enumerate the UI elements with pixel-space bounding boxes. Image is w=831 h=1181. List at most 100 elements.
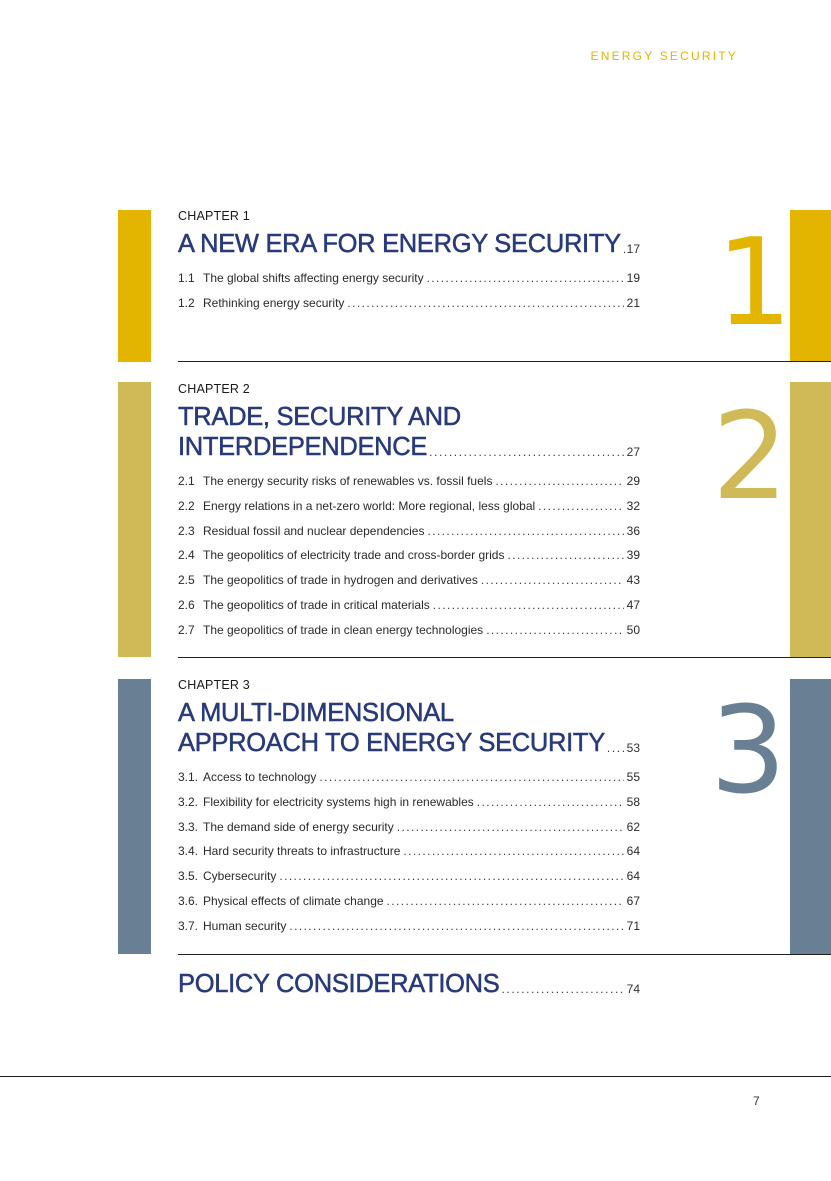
entry-number: 2.4 [178, 548, 195, 563]
entry-number: 2.3 [178, 523, 195, 538]
policy-considerations-entry[interactable]: POLICY CONSIDERATIONS ..................… [178, 969, 640, 999]
entry-number: 3.1. [178, 770, 199, 784]
entry-title: The geopolitics of electricity trade and… [203, 548, 505, 563]
chapter-title-line-1[interactable]: A MULTI-DIMENSIONAL [178, 699, 455, 728]
toc-entry[interactable]: 2.7 The geopolitics of trade in clean en… [178, 618, 640, 643]
chapter-2-divider [178, 657, 831, 658]
leader-dots: ........................................… [319, 770, 623, 784]
toc-entry[interactable]: 2.4 The geopolitics of electricity trade… [178, 543, 640, 568]
entry-title: The global shifts affecting energy secur… [203, 271, 424, 285]
footer-rule [0, 1076, 831, 1077]
entry-number: 3.7. [178, 918, 199, 933]
toc-entry[interactable]: 3.4. Hard security threats to infrastruc… [178, 839, 640, 864]
entry-number: 3.3. [178, 819, 199, 834]
entry-title: Energy relations in a net-zero world: Mo… [203, 498, 536, 513]
toc-entry[interactable]: 3.3. The demand side of energy security … [178, 815, 640, 840]
toc-entry[interactable]: 3.6. Physical effects of climate change … [178, 889, 640, 914]
entry-number: 3.2. [178, 794, 199, 809]
policy-title[interactable]: POLICY CONSIDERATIONS [178, 970, 500, 999]
chapter-page: 27 [626, 445, 640, 459]
chapter-page: 53 [626, 741, 640, 755]
leader-dots: ........................................… [289, 918, 624, 933]
entry-title: The geopolitics of trade in clean energy… [203, 622, 484, 637]
entry-page: 64 [626, 844, 640, 859]
leader-dots: ........................................… [507, 548, 623, 563]
entry-title: Hard security threats to infrastructure [203, 844, 401, 859]
leader-dots: ........................................… [606, 741, 625, 755]
chapter-1-right-bar [790, 210, 831, 362]
entry-number: 1.2 [178, 295, 195, 310]
entry-title: The geopolitics of trade in hydrogen and… [203, 573, 478, 588]
chapter-label: CHAPTER 3 [178, 678, 250, 692]
chapter-title[interactable]: A NEW ERA FOR ENERGY SECURITY [178, 230, 622, 259]
entry-page: 32 [626, 498, 640, 513]
toc-entry[interactable]: 3.1. Access to technology ..............… [178, 765, 640, 790]
entry-number: 2.1 [178, 474, 195, 488]
entry-number: 2.5 [178, 573, 195, 588]
chapter-page: 17 [626, 242, 640, 256]
chapter-title-line-2[interactable]: APPROACH TO ENERGY SECURITY [178, 729, 606, 758]
entry-page: 58 [626, 794, 640, 809]
chapter-1: CHAPTER 1 A NEW ERA FOR ENERGY SECURITY … [178, 209, 640, 316]
entry-page: 36 [626, 523, 640, 538]
leader-dots: ........................................… [426, 271, 624, 285]
entry-page: 19 [626, 271, 640, 285]
entry-title: The geopolitics of trade in critical mat… [203, 597, 430, 612]
entry-page: 21 [626, 295, 640, 310]
chapter-title-line-2[interactable]: INTERDEPENDENCE [178, 433, 428, 462]
entry-page: 29 [626, 474, 640, 488]
entry-title: The demand side of energy security [203, 819, 394, 834]
chapter-2-left-bar [118, 382, 151, 657]
chapter-1-left-bar [118, 210, 151, 362]
toc-entry[interactable]: 2.5 The geopolitics of trade in hydrogen… [178, 568, 640, 593]
entry-title: Residual fossil and nuclear dependencies [203, 523, 425, 538]
entry-page: 62 [626, 819, 640, 834]
chapter-3-big-number: 3 [710, 682, 787, 821]
entry-title: Human security [203, 918, 287, 933]
chapter-label: CHAPTER 2 [178, 382, 250, 396]
leader-dots: ........................................… [386, 893, 624, 908]
toc-entry[interactable]: 1.2 Rethinking energy security .........… [178, 291, 640, 316]
entry-title: Flexibility for electricity systems high… [203, 794, 474, 809]
entry-title: Access to technology [203, 770, 317, 784]
entry-title: The energy security risks of renewables … [203, 474, 493, 488]
leader-dots: ........................................… [538, 498, 624, 513]
chapter-2: CHAPTER 2 TRADE, SECURITY AND INTERDEPEN… [178, 382, 640, 643]
entry-number: 3.4. [178, 844, 199, 859]
policy-page: 74 [626, 982, 640, 996]
page-number: 7 [753, 1094, 760, 1108]
entry-page: 43 [626, 573, 640, 588]
entry-page: 50 [626, 622, 640, 637]
running-title: ENERGY SECURITY [590, 49, 738, 63]
leader-dots: ........................................… [396, 819, 624, 834]
entry-page: 67 [626, 893, 640, 908]
toc-entry[interactable]: 2.2 Energy relations in a net-zero world… [178, 494, 640, 519]
chapter-label: CHAPTER 1 [178, 209, 250, 223]
entry-page: 55 [626, 770, 640, 784]
entry-page: 39 [626, 548, 640, 563]
entry-page: 71 [626, 918, 640, 933]
toc-entry[interactable]: 2.3 Residual fossil and nuclear dependen… [178, 519, 640, 544]
entry-title: Physical effects of climate change [203, 893, 384, 908]
toc-entry[interactable]: 2.6 The geopolitics of trade in critical… [178, 593, 640, 618]
chapter-3-divider [178, 954, 831, 955]
toc-entry[interactable]: 3.2. Flexibility for electricity systems… [178, 790, 640, 815]
leader-dots: ........................................… [403, 844, 623, 859]
leader-dots: ........................................… [623, 242, 625, 259]
entry-title: Cybersecurity [203, 869, 277, 884]
chapter-3-left-bar [118, 679, 151, 954]
toc-entry[interactable]: 3.5. Cybersecurity .....................… [178, 864, 640, 889]
entry-number: 2.2 [178, 498, 195, 513]
chapter-1-big-number: 1 [716, 214, 793, 353]
leader-dots: ........................................… [347, 295, 624, 310]
toc-entry[interactable]: 2.1 The energy security risks of renewab… [178, 469, 640, 494]
entry-page: 47 [626, 597, 640, 612]
entry-number: 3.5. [178, 869, 199, 884]
toc-entry[interactable]: 3.7. Human security ....................… [178, 914, 640, 939]
toc-entry[interactable]: 1.1 The global shifts affecting energy s… [178, 266, 640, 291]
entry-number: 2.7 [178, 622, 195, 637]
leader-dots: ........................................… [486, 622, 624, 637]
chapter-title-line-1[interactable]: TRADE, SECURITY AND [178, 403, 462, 432]
leader-dots: ........................................… [279, 869, 623, 884]
chapter-2-big-number: 2 [712, 388, 789, 527]
